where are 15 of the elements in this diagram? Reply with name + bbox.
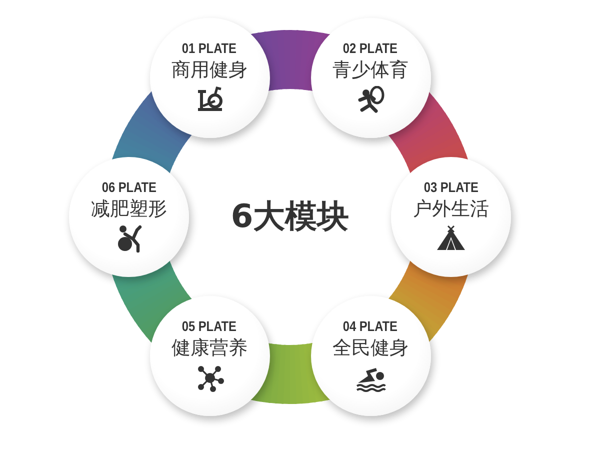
module-title: 商用健身 bbox=[172, 58, 248, 82]
module-title: 户外生活 bbox=[413, 197, 489, 221]
module-circle bbox=[310, 296, 430, 416]
plate-number: 05 PLATE bbox=[182, 318, 237, 334]
module-circle bbox=[391, 157, 511, 277]
plate-number: 03 PLATE bbox=[424, 179, 478, 195]
module-title: 青少体育 bbox=[332, 58, 408, 82]
plate-number: 02 PLATE bbox=[343, 40, 398, 56]
center-title: 6大模块 bbox=[230, 196, 350, 236]
module-title: 全民健身 bbox=[332, 336, 408, 360]
plate-number: 04 PLATE bbox=[343, 318, 398, 334]
plate-number: 06 PLATE bbox=[102, 179, 156, 195]
plate-number: 01 PLATE bbox=[182, 40, 237, 56]
module-title: 健康营养 bbox=[172, 336, 248, 360]
module-title: 减肥塑形 bbox=[91, 197, 167, 221]
